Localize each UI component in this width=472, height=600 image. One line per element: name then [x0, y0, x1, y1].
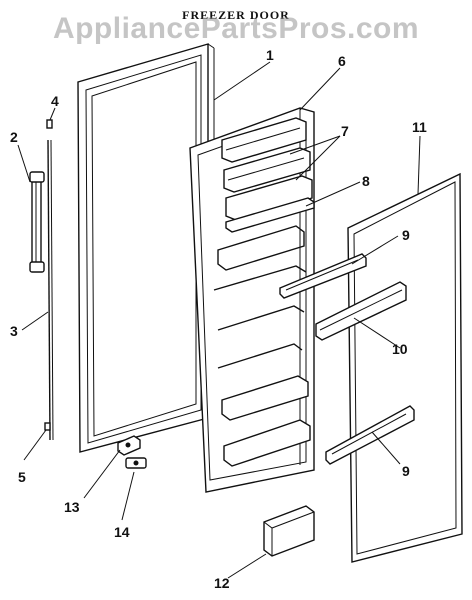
callout-10: 10 [392, 341, 408, 357]
callout-9-upper: 9 [402, 227, 410, 243]
leader-lines [17, 61, 421, 579]
hinge-plate [125, 457, 147, 469]
upper-shelf-guards [221, 117, 313, 221]
callout-14: 14 [114, 524, 130, 540]
shelf-retainer-upper [279, 253, 367, 299]
callout-12: 12 [214, 575, 230, 591]
callout-1: 1 [266, 47, 274, 63]
liner-shelves [213, 225, 311, 467]
callout-8: 8 [362, 173, 370, 189]
gasket-strip [47, 139, 54, 441]
callout-3: 3 [10, 323, 18, 339]
shelf-retainer-lower [325, 405, 415, 465]
callout-2: 2 [10, 129, 18, 145]
door-panel [77, 43, 215, 453]
watermark: AppliancePartsPros.com [52, 12, 420, 45]
door-handle [29, 171, 45, 273]
callout-4: 4 [51, 93, 59, 109]
small-bin [263, 505, 315, 557]
callout-9-lower: 9 [402, 463, 410, 479]
callout-11: 11 [412, 119, 427, 135]
callout-13: 13 [64, 499, 80, 515]
handle-clip [46, 119, 53, 129]
callout-5: 5 [18, 469, 26, 485]
callout-6: 6 [338, 53, 346, 69]
callout-7: 7 [341, 123, 349, 139]
door-bar [225, 197, 315, 233]
diagram-title: FREEZER DOOR [182, 8, 290, 22]
bottom-clip [44, 422, 51, 431]
door-shelf [315, 281, 407, 341]
hinge-cover [117, 435, 141, 456]
